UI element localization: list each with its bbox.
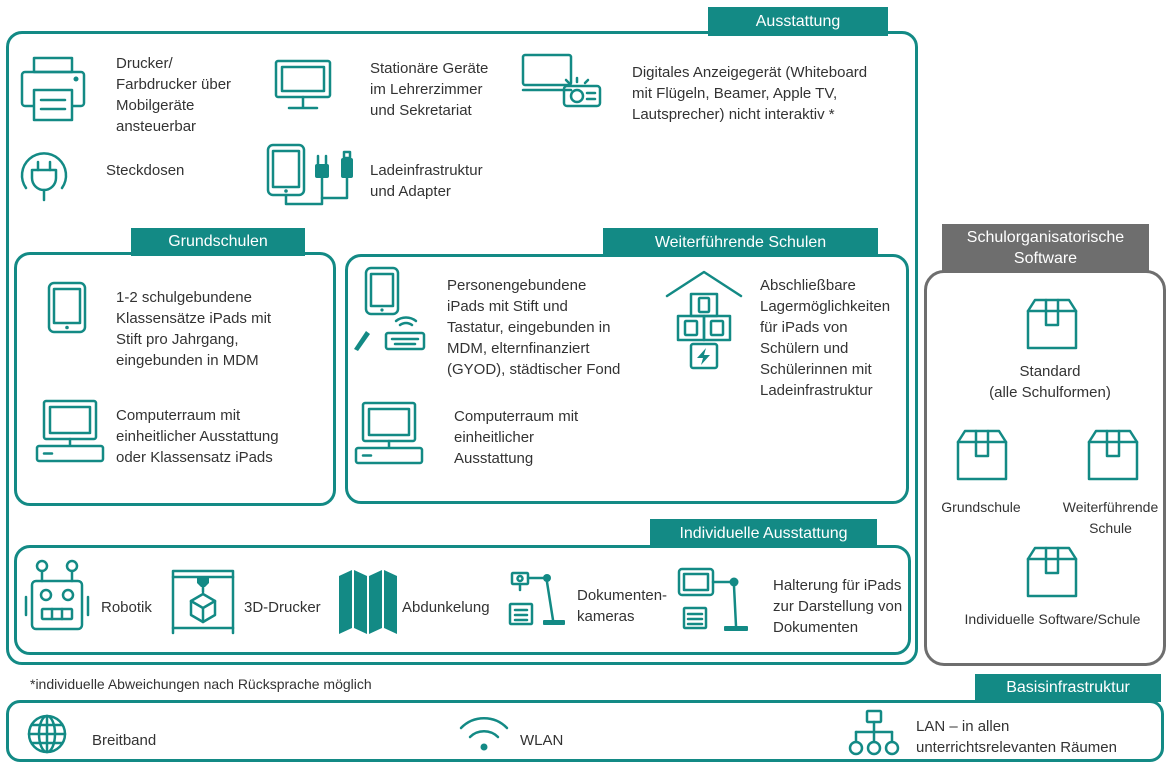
anzeige-text: Digitales Anzeigegerät (Whiteboard mit F… — [632, 64, 868, 123]
robot-icon — [24, 559, 90, 631]
desktop-computer-icon — [35, 399, 105, 463]
robotik-text: Robotik — [101, 599, 152, 616]
3d-printer-icon — [171, 569, 235, 635]
blackout-curtain-icon — [339, 570, 397, 634]
software-standard-text: Standard (alle Schulformen) — [989, 363, 1111, 401]
storage-locker-icon — [665, 270, 743, 370]
halterung-text: Halterung für iPads zur Darstellung von … — [773, 577, 903, 636]
wf-computerraum-text: Computerraum mit einheitlicher Ausstattu… — [454, 408, 579, 467]
basis-tag: Basisinfrastruktur — [975, 674, 1161, 702]
wf-lager-text: Abschließbare Lagermöglichkeiten für iPa… — [760, 277, 891, 399]
tablet-pen-keyboard-icon — [354, 266, 426, 351]
stationaer-text: Stationäre Geräte im Lehrerzimmer und Se… — [370, 60, 489, 119]
software-box-icon — [1026, 546, 1078, 598]
display-projector-icon — [521, 53, 602, 108]
document-camera-icon — [508, 571, 565, 626]
individuell-tag: Individuelle Ausstattung — [650, 519, 877, 548]
individuell-frame — [14, 545, 911, 655]
basis-frame — [6, 700, 1164, 762]
lan-text: LAN – in allen unterrichtsrelevanten Räu… — [916, 718, 1117, 756]
software-box-icon — [1087, 429, 1139, 481]
wifi-icon — [459, 717, 509, 751]
network-lan-icon — [848, 709, 900, 756]
monitor-icon — [274, 59, 332, 110]
3d-drucker-text: 3D-Drucker — [244, 599, 321, 616]
software-individuell-text: Individuelle Software/Schule — [964, 611, 1141, 627]
wf-ipads-text: Personengebundene iPads mit Stift und Ta… — [447, 277, 621, 378]
tablet-charger-icon — [266, 143, 353, 206]
lade-text: Ladeinfrastruktur und Adapter — [370, 162, 483, 200]
ausstattung-frame — [6, 31, 918, 665]
grundschulen-tag: Grundschulen — [131, 228, 305, 256]
software-box-icon — [1026, 298, 1078, 350]
footnote: *individuelle Abweichungen nach Rückspra… — [30, 676, 372, 692]
printer-icon — [20, 56, 86, 122]
desktop-computer-icon — [354, 401, 424, 465]
software-grundschule-text: Grundschule — [941, 499, 1021, 515]
abdunkelung-text: Abdunkelung — [402, 599, 490, 616]
ausstattung-tag: Ausstattung — [708, 7, 888, 36]
plug-icon — [20, 152, 68, 202]
software-tag: Schulorganisatorische Software — [942, 224, 1149, 272]
steckdosen-text: Steckdosen — [106, 162, 185, 179]
weiterfuehrende-tag: Weiterführende Schulen — [603, 228, 878, 257]
software-weiterfuehrende-text: Weiterführende Schule — [1062, 499, 1159, 536]
wlan-text: WLAN — [520, 732, 564, 749]
breitband-text: Breitband — [92, 732, 157, 749]
tablet-icon — [47, 281, 87, 334]
software-box-icon — [956, 429, 1008, 481]
ipad-document-holder-icon — [677, 567, 748, 631]
drucker-text: Drucker/ Farbdrucker über Mobilgeräte an… — [116, 55, 232, 135]
gs-computerraum-text: Computerraum mit einheitlicher Ausstattu… — [116, 407, 279, 466]
globe-icon — [27, 714, 67, 754]
dokumentenkameras-text: Dokumenten- kameras — [577, 587, 668, 625]
gs-ipads-text: 1-2 schulgebundene Klassensätze iPads mi… — [116, 289, 272, 369]
